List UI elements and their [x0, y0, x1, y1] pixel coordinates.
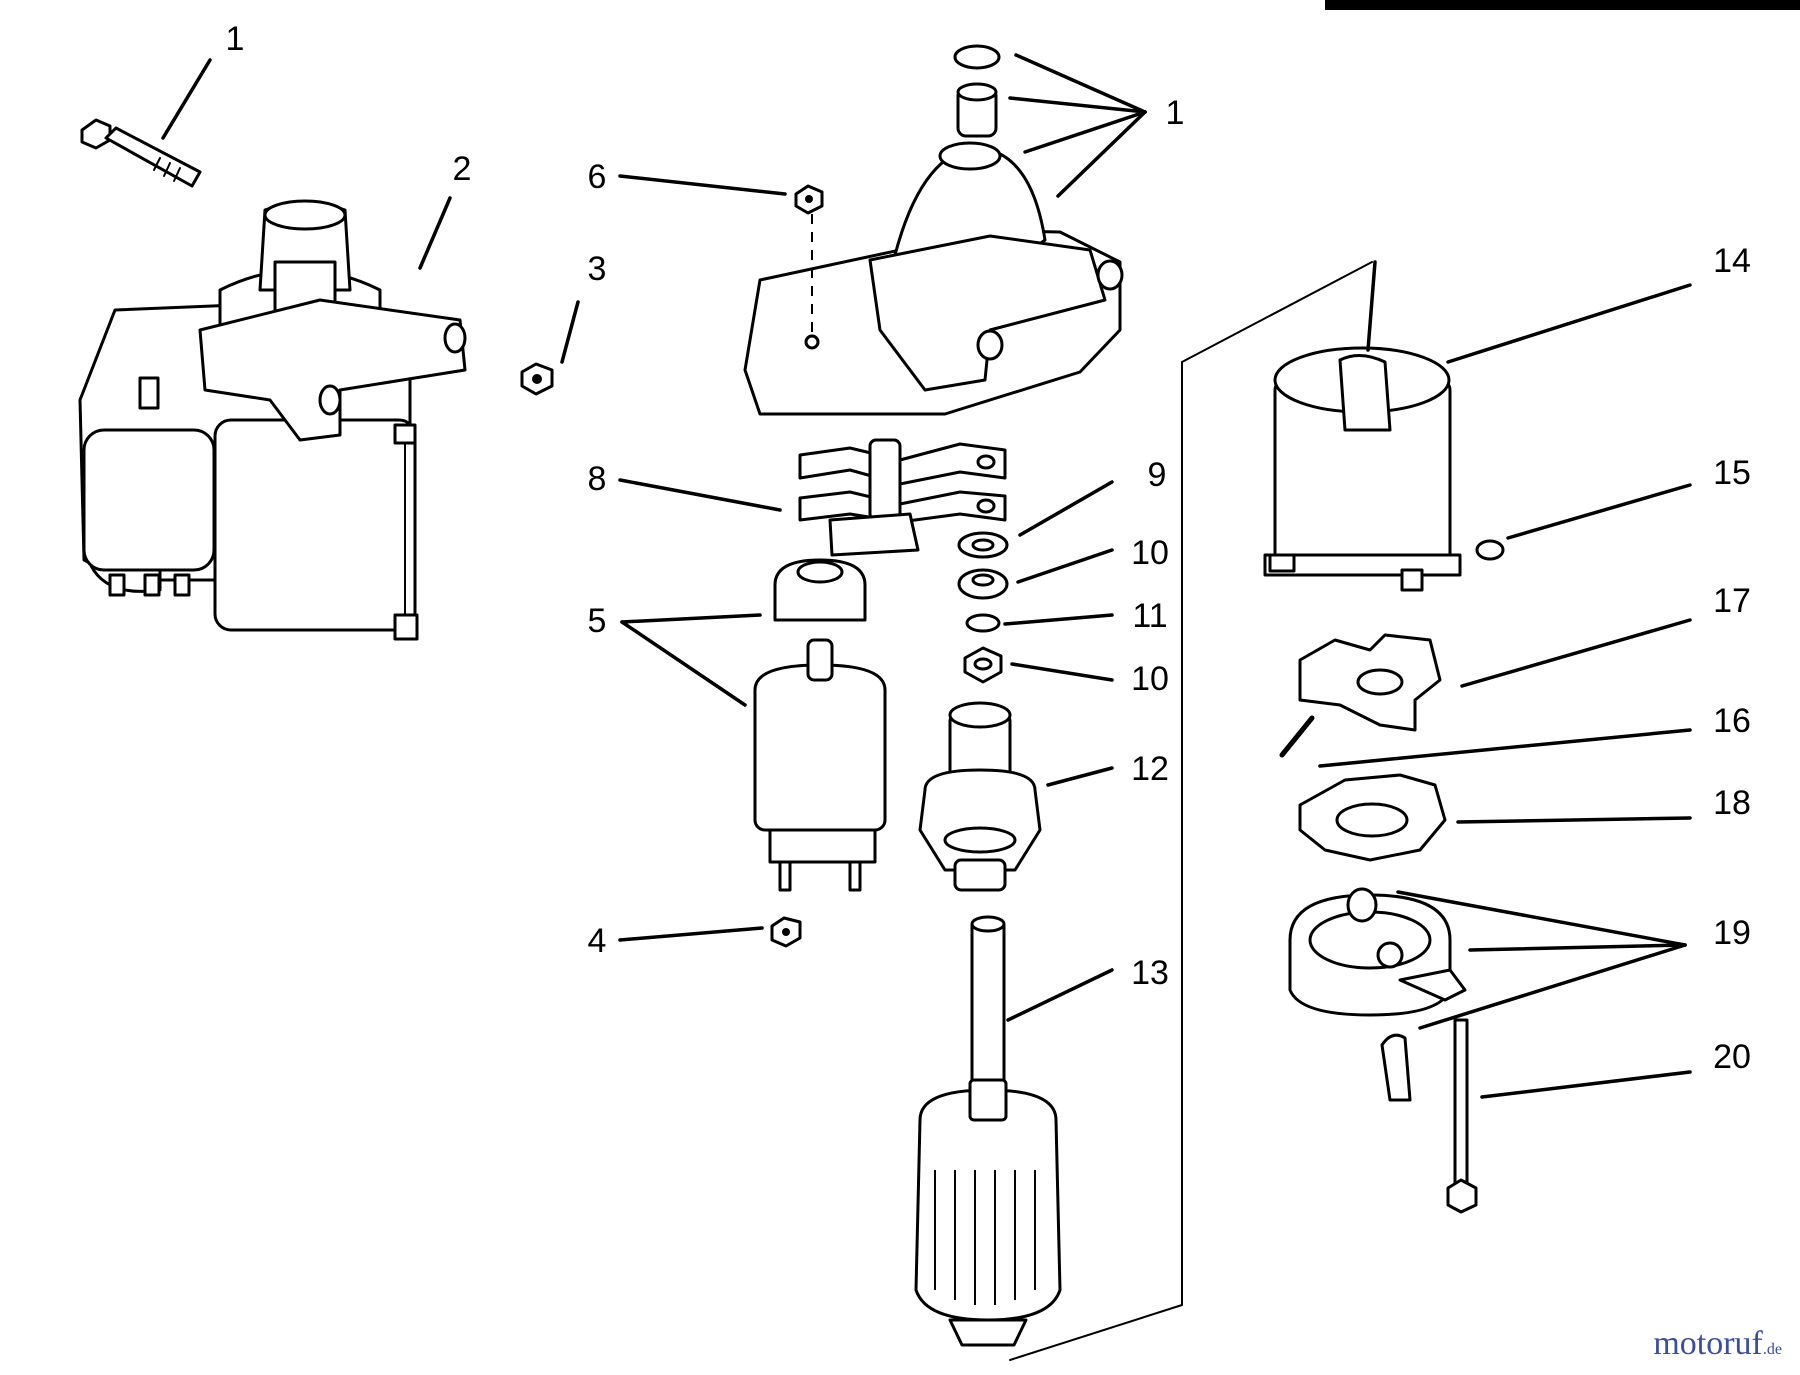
- nut-part-3: [520, 362, 554, 396]
- callout-17-brush-holder: 17: [1713, 582, 1751, 620]
- callout-3-nut: 3: [588, 250, 607, 288]
- callout-19-cover: 19: [1713, 914, 1751, 952]
- watermark-suffix: .de: [1762, 1341, 1782, 1358]
- callout-10-collar-lower: 10: [1131, 660, 1169, 698]
- solenoid-part-5: [753, 558, 887, 892]
- yoke-part-14: [1263, 346, 1505, 592]
- brush-plate-part-18: [1298, 773, 1447, 862]
- cropped-header-bar: [1325, 0, 1800, 10]
- starter-body-part-2: [78, 199, 467, 641]
- drive-housing-part-1: [743, 44, 1124, 416]
- callout-1-bolt: 1: [226, 20, 245, 58]
- washer-part-9: [957, 531, 1009, 559]
- snap-ring-part-11: [965, 613, 1001, 633]
- leader-lines: [161, 53, 1692, 1099]
- end-cover-part-19: [1288, 887, 1467, 1102]
- callout-20-bolt: 20: [1713, 1038, 1751, 1076]
- watermark-logo: motoruf.de: [1653, 1325, 1782, 1363]
- through-bolt-part-20: [1446, 1018, 1478, 1214]
- nut-part-4: [770, 916, 802, 948]
- collar-part-10: [957, 568, 1009, 600]
- callout-1-housing: 1: [1166, 94, 1185, 132]
- callout-labels: 1 2 3 6 1 8 9 10 11 10 5 12 4 13 14 15 1…: [226, 20, 1751, 1076]
- callout-16-spring: 16: [1713, 702, 1751, 740]
- callout-10-collar: 10: [1131, 534, 1169, 572]
- callout-6-nut: 6: [588, 158, 607, 196]
- mounting-bolt-part-1: [80, 118, 202, 188]
- nut-part-6: [794, 184, 824, 215]
- brush-holder-part-17: [1298, 633, 1442, 732]
- callout-8-lever: 8: [588, 460, 607, 498]
- callout-11-snap-ring: 11: [1132, 597, 1167, 635]
- watermark-brand: motoruf: [1653, 1325, 1763, 1362]
- assembled-starter-motor: [78, 118, 467, 641]
- callout-9-washer: 9: [1148, 456, 1167, 494]
- callout-15-lead: 15: [1713, 454, 1751, 492]
- shift-lever-part-8: [798, 438, 1007, 557]
- callout-13-armature: 13: [1131, 954, 1169, 992]
- collar-part-10-lower: [963, 646, 1003, 684]
- callout-4-nut: 4: [588, 922, 607, 960]
- callout-2-starter: 2: [453, 150, 472, 188]
- callout-14-yoke: 14: [1713, 242, 1751, 280]
- callout-5-solenoid: 5: [588, 602, 607, 640]
- armature-part-13: [914, 915, 1062, 1347]
- callout-12-clutch: 12: [1131, 750, 1169, 788]
- callout-18-plate: 18: [1713, 784, 1751, 822]
- pinion-clutch-part-12: [918, 701, 1042, 892]
- spring-part-16: [1279, 715, 1315, 758]
